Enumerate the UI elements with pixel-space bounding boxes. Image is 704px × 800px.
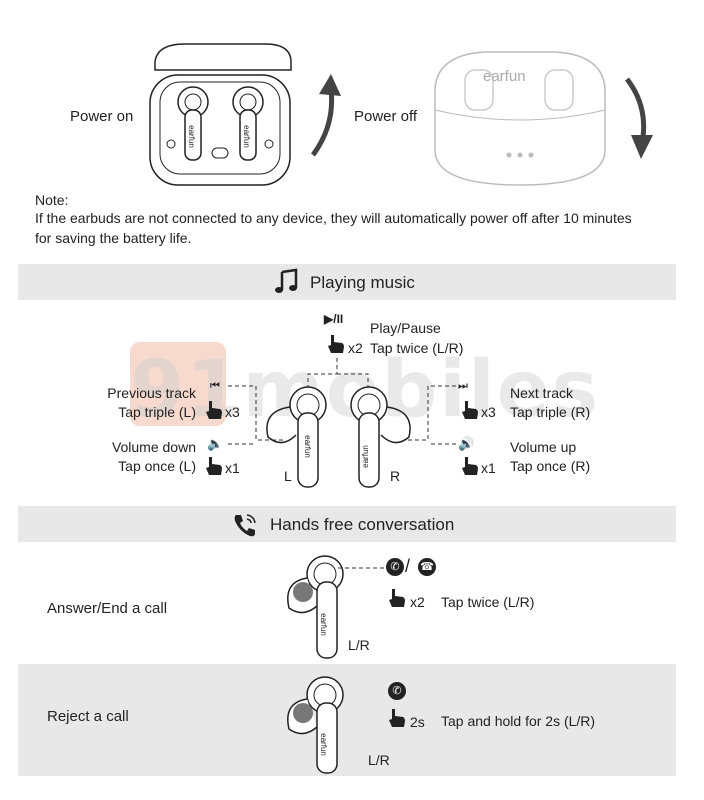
tap-hand-icon [389, 589, 405, 607]
previous-track-label: Previous track [107, 385, 196, 401]
tap-hand-icon [328, 335, 344, 353]
arrow-down-icon [624, 77, 653, 159]
volume-down-label: Volume down [111, 439, 196, 455]
reject-call-icon: ✆ [388, 682, 406, 700]
reject-call-label: Reject a call [47, 708, 129, 725]
previous-track-icon: ⏮ [210, 380, 220, 392]
volume-down-icon: 🔈 [207, 436, 224, 451]
next-track-action: Tap triple (R) [510, 404, 591, 420]
right-earbud-illustration [350, 386, 411, 488]
tap-hand-icon [462, 457, 478, 475]
playing-music-title: Playing music [310, 273, 415, 292]
reject-bud-brand: earfun [318, 733, 328, 756]
volume-up-count: x1 [481, 460, 496, 476]
note-line-2: for saving the battery life. [35, 230, 192, 246]
tap-hand-icon [206, 457, 222, 475]
answer-call-label: Answer/End a call [47, 600, 168, 617]
closed-case-illustration [434, 51, 606, 186]
play-pause-icon: ▶/II [324, 312, 344, 326]
previous-track-count: x3 [225, 404, 240, 420]
left-earbud-illustration [266, 386, 327, 488]
play-pause-count: x2 [348, 340, 363, 356]
note-line-1: If the earbuds are not connected to any … [35, 210, 632, 226]
music-note-icon [275, 268, 298, 293]
reject-earbud-illustration [287, 676, 344, 774]
volume-up-label: Volume up [510, 439, 577, 455]
next-track-icon: ⏭ [458, 380, 468, 392]
volume-up-icon: 🔊 [458, 436, 475, 451]
power-off-label: Power off [354, 108, 418, 125]
answer-earbud-illustration [287, 555, 344, 659]
next-track-count: x3 [481, 404, 496, 420]
play-pause-action: Tap twice (L/R) [370, 340, 464, 356]
answer-call-action: Tap twice (L/R) [441, 594, 535, 610]
note-label: Note: [35, 192, 69, 208]
reject-call-row [18, 664, 676, 776]
right-side-label: R [390, 468, 401, 484]
hands-free-header [18, 506, 676, 542]
answer-call-icon: ✆ [386, 558, 404, 576]
tap-hand-icon [389, 709, 405, 727]
open-case-illustration [149, 43, 292, 186]
tap-hand-icon [206, 401, 222, 419]
play-pause-label: Play/Pause [370, 320, 441, 336]
end-call-icon: ☎ [418, 558, 436, 576]
volume-up-action: Tap once (R) [510, 458, 591, 474]
next-track-label: Next track [510, 385, 574, 401]
tap-hand-icon [462, 401, 478, 419]
volume-down-action: Tap once (L) [118, 458, 196, 474]
reject-call-action: Tap and hold for 2s (L/R) [441, 713, 596, 729]
hands-free-title: Hands free conversation [270, 515, 455, 534]
left-side-label: L [284, 468, 292, 484]
case-brand: earfun [483, 68, 526, 85]
arrow-up-icon [310, 74, 341, 157]
power-on-label: Power on [70, 108, 134, 125]
reject-side-label: L/R [368, 752, 390, 768]
previous-track-action: Tap triple (L) [118, 404, 196, 420]
reject-call-count: 2s [410, 714, 425, 730]
phone-icon [234, 514, 256, 537]
answer-side-label: L/R [348, 637, 370, 653]
answer-call-count: x2 [410, 594, 425, 610]
playing-music-header [18, 264, 676, 300]
volume-down-count: x1 [225, 460, 240, 476]
call-separator: / [405, 556, 411, 576]
